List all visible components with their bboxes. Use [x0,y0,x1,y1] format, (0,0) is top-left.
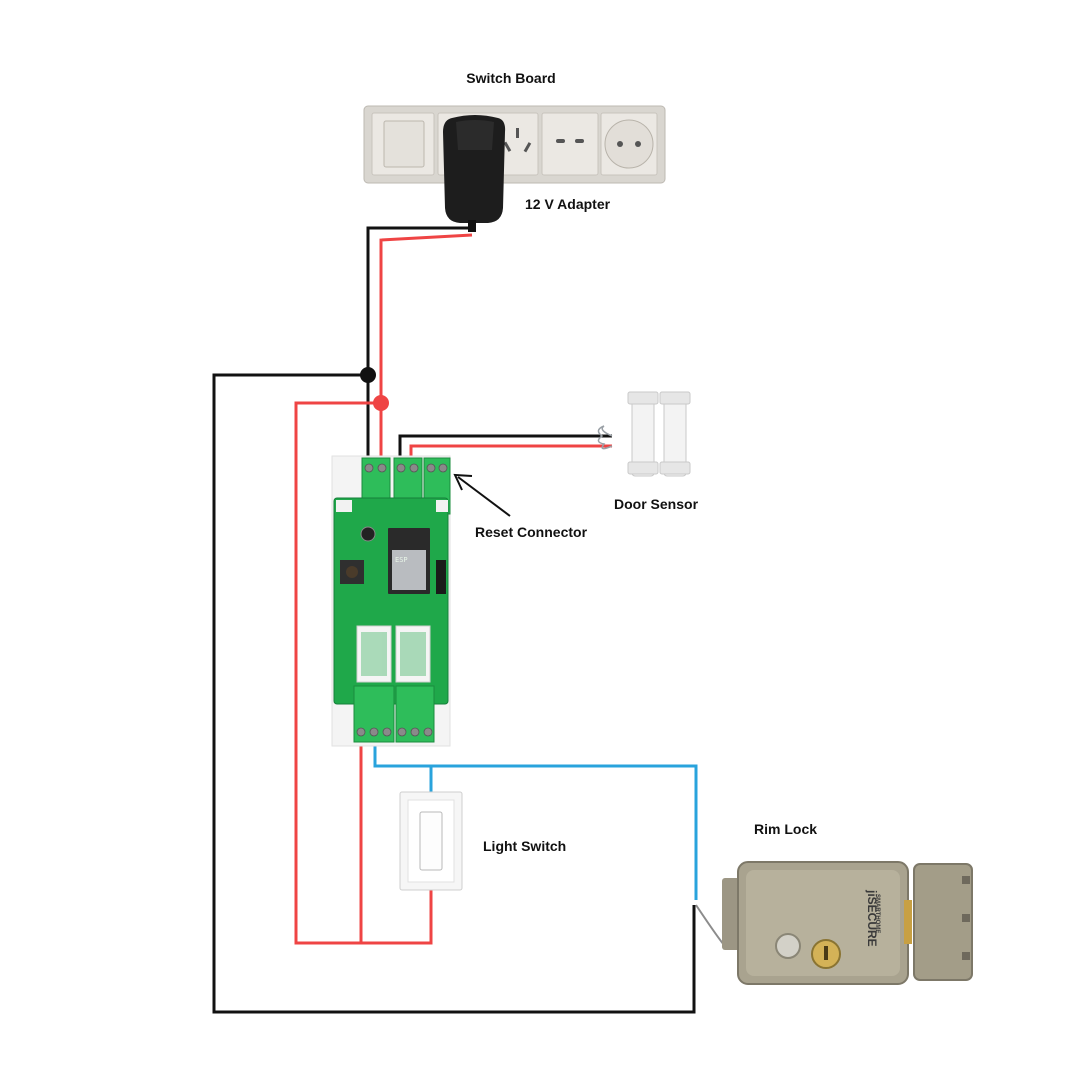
light-switch [399,791,463,891]
wires [212,226,698,1014]
door-sensor-black-wire [398,434,612,465]
relay-1 [356,625,392,683]
adapter-black-wire [366,226,470,465]
rim-lock-button [775,933,801,959]
red-junction-dot [373,395,389,411]
adapter-12v [443,115,506,232]
two-pin-socket [556,139,584,143]
three-pin-socket [503,128,532,153]
rim-lock: jiSECURE SMARTHOME [695,861,973,985]
blue-wire-lock [373,742,698,900]
adapter-label: 12 V Adapter [525,196,611,212]
main-black-loop-wire [212,373,696,1014]
round-socket [604,119,654,169]
switch-board-label: Switch Board [466,70,555,86]
reset-connector-label: Reset Connector [475,524,588,540]
black-junction-dot [360,367,376,383]
relay-2 [395,625,431,683]
reset-connector-arrow [453,473,511,517]
rim-lock-label: Rim Lock [754,821,817,837]
rim-lock-keeper [913,863,973,981]
light-switch-label: Light Switch [483,838,566,854]
header-pins [436,560,446,594]
lock-brand-name: jiSECURE [865,889,879,947]
capacitor [360,526,376,542]
controller-board: ESP [331,455,451,747]
wall-switch-rocker [383,120,425,168]
door-sensor [597,391,691,477]
svg-text:ESP: ESP [395,556,408,564]
door-sensor-label: Door Sensor [614,496,699,512]
light-switch-rocker [419,811,443,871]
adapter-red-wire [379,233,473,465]
lock-brand-tagline: SMARTHOME [874,894,880,933]
red-loop-wire [294,401,433,945]
switch-board [363,105,666,184]
